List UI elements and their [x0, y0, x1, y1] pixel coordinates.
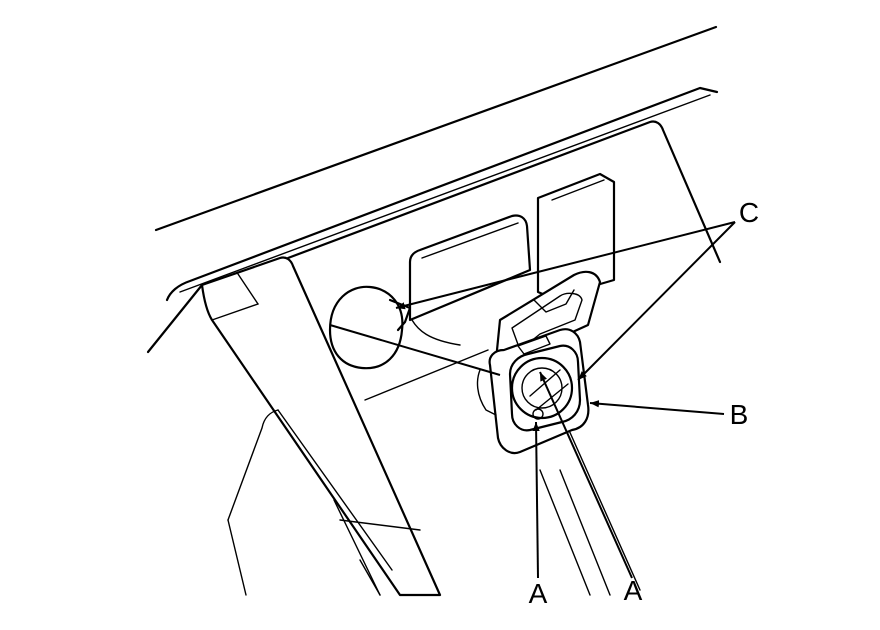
switch-recesses — [408, 172, 616, 346]
callout-line-c2 — [577, 221, 736, 381]
callout-label-a1: A — [529, 578, 548, 609]
vehicle-panel-outline — [146, 25, 722, 597]
callout-line-b — [589, 400, 725, 415]
callout-label-c: C — [739, 197, 759, 228]
callout-label-b: B — [730, 399, 749, 430]
callout-line-a1 — [532, 421, 540, 579]
callout-line-c-tail — [329, 324, 501, 376]
callout-label-a2: A — [624, 575, 643, 606]
callout-line-c1 — [395, 221, 736, 310]
callouts: A A B C — [329, 197, 759, 609]
callout-line-a2 — [539, 371, 633, 579]
power-outlet-socket — [476, 270, 602, 455]
